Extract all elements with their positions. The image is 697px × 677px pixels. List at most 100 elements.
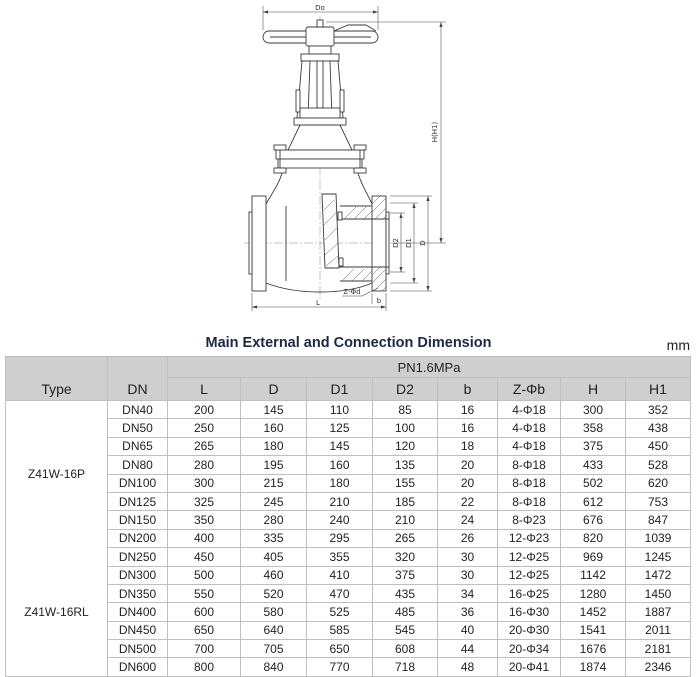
value-cell: 30 <box>437 547 498 567</box>
hatch-line <box>343 206 357 220</box>
value-cell: 185 <box>372 491 438 512</box>
bonnet-bolt-nut-left-top <box>273 144 287 151</box>
value-cell: 250 <box>167 418 241 438</box>
value-cell: 160 <box>306 455 373 475</box>
value-cell: 20-Φ34 <box>497 639 561 659</box>
column-header-b: b <box>437 377 498 401</box>
hatch-line <box>371 266 381 276</box>
value-cell: 4-Φ18 <box>497 418 561 438</box>
value-cell: 300 <box>167 473 241 493</box>
column-header-h1: H1 <box>625 377 691 401</box>
value-cell: 125 <box>306 418 373 438</box>
column-header-d: D <box>240 377 307 401</box>
value-cell: 265 <box>372 528 438 549</box>
column-header-d2: D2 <box>372 377 438 401</box>
value-cell: 20-Φ30 <box>497 620 561 641</box>
value-cell: 145 <box>240 399 307 420</box>
value-cell: 20 <box>437 473 498 493</box>
dn-header: DN <box>107 356 168 401</box>
value-cell: 350 <box>167 510 241 530</box>
hatch-line <box>351 268 365 282</box>
value-cell: 40 <box>437 620 498 641</box>
value-cell: 18 <box>437 436 498 457</box>
value-cell: 753 <box>625 491 691 512</box>
bonnet-bolt-nut-right-top <box>353 144 367 151</box>
pressure-header: PN1.6MPa <box>167 356 691 378</box>
handwheel-latch <box>333 24 377 32</box>
dn-cell: DN65 <box>107 436 168 457</box>
left-end-flange <box>251 195 267 292</box>
dn-cell: DN250 <box>107 547 168 567</box>
dn-cell: DN350 <box>107 583 168 604</box>
seat-ring-top <box>337 211 343 221</box>
value-cell: 325 <box>167 491 241 512</box>
arrowhead <box>399 213 403 218</box>
value-cell: 433 <box>560 455 626 475</box>
value-cell: 145 <box>306 436 373 457</box>
value-cell: 1450 <box>625 583 691 604</box>
arrowhead <box>426 286 430 291</box>
value-cell: 435 <box>372 583 438 604</box>
value-cell: 528 <box>625 455 691 475</box>
value-cell: 160 <box>240 418 307 438</box>
value-cell: 8-Φ18 <box>497 455 561 475</box>
value-cell: 215 <box>240 473 307 493</box>
hatch-line <box>324 242 339 256</box>
value-cell: 502 <box>560 473 626 493</box>
value-cell: 8-Φ18 <box>497 473 561 493</box>
dn-cell: DN100 <box>107 473 168 493</box>
leader-line-z <box>361 287 379 297</box>
seat-ring-bottom <box>338 257 344 267</box>
value-cell: 1676 <box>560 639 626 659</box>
hatch-line <box>382 215 387 220</box>
value-cell: 500 <box>167 565 241 585</box>
value-cell: 470 <box>306 583 373 604</box>
value-cell: 180 <box>240 436 307 457</box>
yoke-top <box>300 53 340 62</box>
type-cell: Z41W-16P <box>5 399 108 548</box>
value-cell: 375 <box>372 565 438 585</box>
value-cell: 640 <box>240 620 307 641</box>
gate-wedge <box>321 193 340 269</box>
value-cell: 1472 <box>625 565 691 585</box>
value-cell: 335 <box>240 528 307 549</box>
value-cell: 22 <box>437 491 498 512</box>
bonnet-bolt-nut-right-bottom <box>353 167 367 174</box>
value-cell: 460 <box>240 565 307 585</box>
column-header-l: L <box>167 377 241 401</box>
value-cell: 650 <box>306 639 373 659</box>
column-header-z-phi-b: Z-Φb <box>497 377 561 401</box>
value-cell: 34 <box>437 583 498 604</box>
value-cell: 1452 <box>560 602 626 622</box>
arrowhead <box>412 278 416 283</box>
bonnet-top-flange <box>293 117 347 126</box>
value-cell: 450 <box>167 547 241 567</box>
value-cell: 520 <box>240 583 307 604</box>
value-cell: 1887 <box>625 602 691 622</box>
label-b: b <box>377 297 382 305</box>
bonnet-flange <box>275 149 365 160</box>
arrowhead <box>263 10 268 14</box>
gland-bolt-right <box>339 89 345 113</box>
value-cell: 12-Φ25 <box>497 547 561 567</box>
hatch-line <box>371 268 387 284</box>
label-do: Do <box>315 4 325 12</box>
value-cell: 85 <box>372 399 438 420</box>
header-row-pressure: Type DN PN1.6MPa <box>5 356 691 401</box>
value-cell: 700 <box>167 639 241 659</box>
bonnet-assembly <box>273 117 367 174</box>
value-cell: 1541 <box>560 620 626 641</box>
label-d: D <box>419 240 427 245</box>
value-cell: 245 <box>240 491 307 512</box>
dn-cell: DN300 <box>107 565 168 585</box>
value-cell: 1142 <box>560 565 626 585</box>
value-cell: 375 <box>560 436 626 457</box>
drawing-labels: Do H(H1) D D1 D2 L Z-Φd b <box>315 4 439 307</box>
label-z-phi-d: Z-Φd <box>343 288 360 296</box>
value-cell: 545 <box>372 620 438 641</box>
